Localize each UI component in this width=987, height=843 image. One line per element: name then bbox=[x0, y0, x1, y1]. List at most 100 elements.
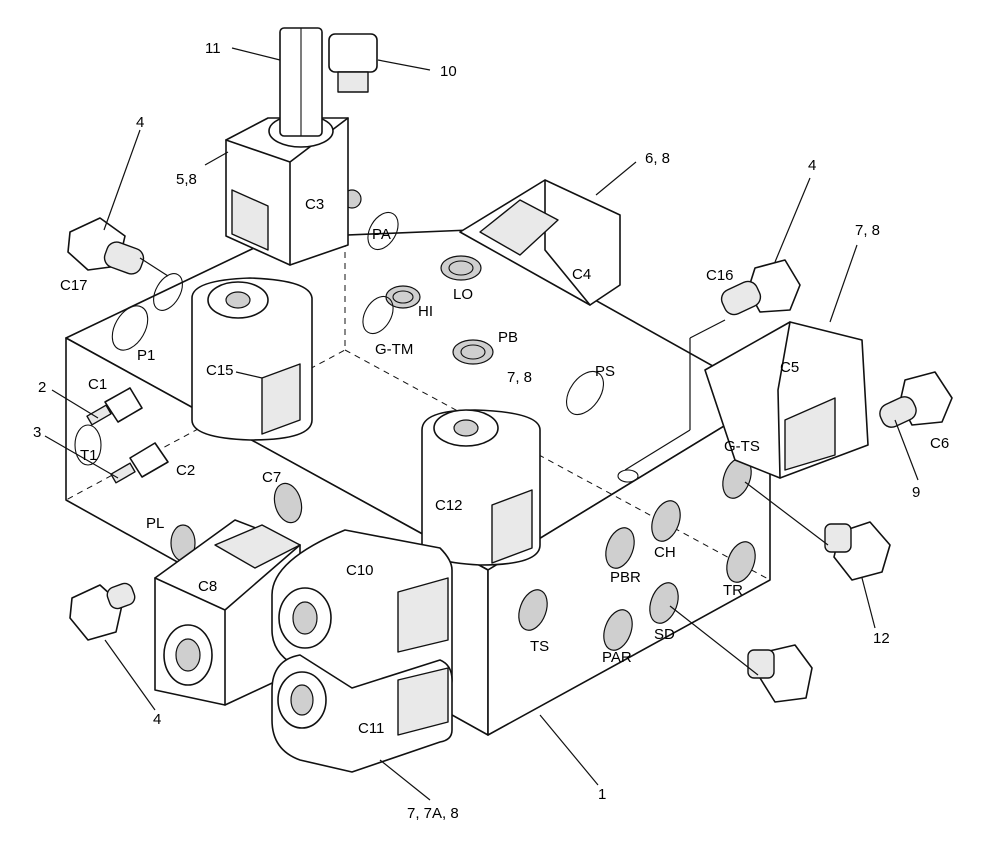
c10-bore bbox=[292, 601, 318, 635]
port-lo-hole bbox=[440, 255, 482, 281]
plug-12-lower bbox=[747, 644, 813, 703]
manifold-right-face bbox=[487, 397, 771, 736]
label-c5: C5 bbox=[780, 359, 799, 376]
callout-6-8: 6, 8 bbox=[645, 150, 670, 167]
callout-3: 3 bbox=[33, 424, 41, 441]
callout-4-top-right: 4 bbox=[808, 157, 816, 174]
port-pa-hole bbox=[367, 211, 399, 251]
c1-thread bbox=[86, 404, 112, 426]
label-par: PAR bbox=[602, 649, 632, 666]
c8-edges bbox=[154, 544, 301, 706]
c15-bore bbox=[225, 291, 251, 309]
label-ch: CH bbox=[654, 544, 676, 561]
c3-coil-connector bbox=[231, 189, 269, 251]
c15-coil-connector bbox=[261, 363, 301, 435]
port-lo-thread bbox=[448, 260, 474, 276]
cartridge-c15 bbox=[191, 277, 313, 441]
c5-coil-connector bbox=[784, 397, 836, 471]
label-pa: PA bbox=[372, 226, 391, 243]
label-t1: T1 bbox=[80, 447, 98, 464]
callout-7-7a-8: 7, 7A, 8 bbox=[407, 805, 459, 822]
port-c7-hole bbox=[273, 482, 303, 524]
plug-10 bbox=[328, 33, 378, 93]
port-labels: P1 PA LO HI G-TM PB PS G-TS T1 PL CH PBR… bbox=[80, 226, 760, 666]
port-small-hole bbox=[617, 469, 639, 483]
callout-10: 10 bbox=[440, 63, 457, 80]
label-ts: TS bbox=[530, 638, 549, 655]
c11-coil-connector bbox=[397, 667, 449, 736]
c10-coil-connector bbox=[397, 577, 449, 653]
callout-9: 9 bbox=[912, 484, 920, 501]
label-c11: C11 bbox=[358, 720, 384, 737]
port-c17-hole bbox=[153, 273, 183, 311]
bolt-c6 bbox=[879, 371, 953, 428]
label-lo: LO bbox=[453, 286, 473, 303]
callout-11: 11 bbox=[205, 40, 221, 57]
callout-1: 1 bbox=[598, 786, 606, 803]
plug-10-thread bbox=[337, 71, 369, 93]
label-pl: PL bbox=[146, 515, 164, 532]
port-t1-hole bbox=[74, 424, 102, 466]
callout-5-8: 5,8 bbox=[176, 171, 197, 188]
bolt-c17 bbox=[67, 217, 145, 275]
label-g-ts: G-TS bbox=[724, 438, 760, 455]
callout-7-8-mid: 7, 8 bbox=[507, 369, 532, 386]
c12-bore bbox=[453, 419, 479, 437]
label-c10: C10 bbox=[346, 562, 374, 579]
c11-bore bbox=[290, 684, 314, 716]
port-ts-hole bbox=[518, 589, 548, 631]
bolt-4-thread bbox=[106, 582, 136, 610]
c8-bore bbox=[175, 638, 201, 672]
c16-thread bbox=[720, 280, 762, 316]
label-c2: C2 bbox=[176, 462, 195, 479]
label-c1: C1 bbox=[88, 376, 107, 393]
label-c4: C4 bbox=[572, 266, 591, 283]
c4-body bbox=[459, 179, 621, 306]
c2-hex bbox=[129, 442, 169, 478]
cartridge-c4 bbox=[459, 179, 621, 306]
label-ps: PS bbox=[595, 363, 615, 380]
label-c3: C3 bbox=[305, 196, 324, 213]
leader-lines bbox=[44, 47, 919, 801]
c4-edges bbox=[544, 179, 591, 306]
component-labels: C1 C2 C3 C4 C5 C6 C7 C8 C10 C11 C12 C15 … bbox=[60, 196, 949, 737]
plug-12-lower-thread bbox=[747, 649, 775, 679]
plug-12-upper bbox=[824, 521, 891, 581]
cartridge-c8 bbox=[154, 519, 301, 706]
label-hi: HI bbox=[418, 303, 433, 320]
cartridge-c12 bbox=[421, 409, 541, 566]
callout-12: 12 bbox=[873, 630, 890, 647]
cartridge-c5 bbox=[704, 321, 869, 479]
callout-4-top-left: 4 bbox=[136, 114, 144, 131]
port-hi-thread bbox=[392, 290, 414, 304]
callout-4-bottom-left: 4 bbox=[153, 711, 161, 728]
label-c17: C17 bbox=[60, 277, 88, 294]
right-face-ports bbox=[518, 457, 756, 651]
hidden-edge-2 bbox=[344, 349, 771, 581]
callout-2: 2 bbox=[38, 379, 46, 396]
cartridge-c10 bbox=[271, 529, 453, 691]
plug-10-head bbox=[328, 33, 378, 73]
bolt-c16 bbox=[720, 259, 801, 316]
label-c12: C12 bbox=[435, 497, 463, 514]
c6-thread bbox=[879, 396, 917, 428]
cartridge-c3 bbox=[225, 27, 349, 266]
fitting-c1 bbox=[86, 387, 143, 426]
c5-edges bbox=[777, 321, 791, 479]
label-c16: C16 bbox=[706, 267, 734, 284]
label-g-tm: G-TM bbox=[375, 341, 413, 358]
c8-coil-connector bbox=[214, 524, 301, 569]
port-tr-hole bbox=[726, 541, 756, 583]
port-ps-hole bbox=[565, 370, 605, 416]
label-p1: P1 bbox=[137, 347, 155, 364]
left-face-ports bbox=[74, 424, 303, 562]
label-pb: PB bbox=[498, 329, 518, 346]
label-pbr: PBR bbox=[610, 569, 641, 586]
plug-12-upper-thread bbox=[824, 523, 852, 553]
port-sd-hole bbox=[649, 582, 679, 624]
c4-coil-connector bbox=[479, 199, 559, 256]
c17-thread bbox=[103, 241, 145, 275]
c1-hex bbox=[104, 387, 143, 423]
label-tr: TR bbox=[723, 582, 743, 599]
